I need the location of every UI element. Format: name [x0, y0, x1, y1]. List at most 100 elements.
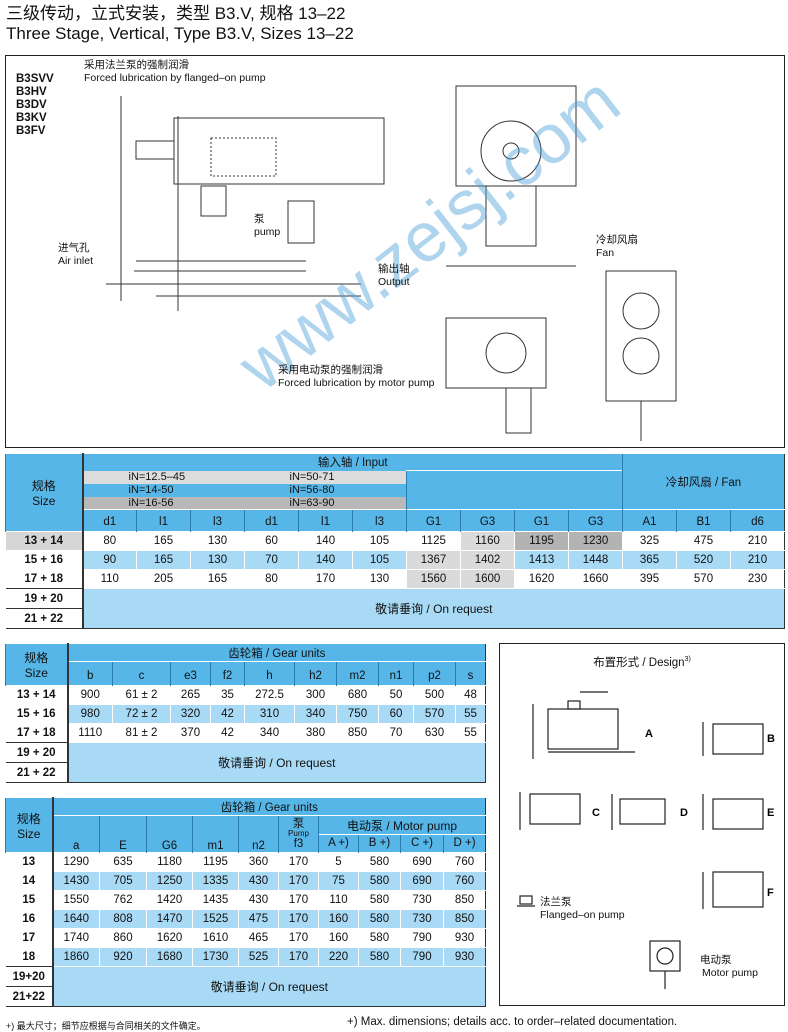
column-header: m2	[336, 661, 379, 686]
column-header: b	[67, 661, 113, 686]
value-cell: 395	[622, 569, 677, 589]
value-cell: 808	[99, 909, 147, 929]
footnote-cn: +) 最大尺寸；细节应根据与合同相关的文件确定。	[6, 1021, 206, 1031]
column-header: A1	[622, 509, 677, 532]
on-request-cell: 敬请垂询 / On request	[82, 588, 785, 629]
model: B3FV	[16, 125, 46, 137]
flanged-pump-cn: 法兰泵	[540, 896, 572, 908]
value-cell: 580	[358, 928, 401, 948]
value-cell: 465	[238, 928, 279, 948]
pump-label-cn: 泵	[292, 818, 305, 830]
value-cell: 430	[238, 890, 279, 910]
value-cell: 475	[238, 909, 279, 929]
value-cell: 1125	[406, 531, 461, 551]
column-header: G1	[406, 509, 461, 532]
design-A: A	[645, 728, 653, 740]
model-list: B3SVV B3HV B3DV B3KV B3FV	[16, 73, 54, 138]
value-cell: 170	[298, 569, 353, 589]
value-cell: 850	[442, 890, 486, 910]
value-cell: 80	[82, 531, 137, 551]
value-cell: 160	[318, 909, 359, 929]
size-cell: 16	[5, 909, 54, 929]
value-cell: 81 ± 2	[112, 723, 171, 743]
column-header: h	[244, 661, 295, 686]
value-cell: 635	[99, 852, 147, 872]
column-header: l1	[136, 509, 191, 532]
motor-lubrication-cn: 采用电动泵的强制润滑	[278, 364, 383, 376]
design-title-text: 布置形式 / Design	[593, 657, 685, 669]
value-cell: 70	[244, 550, 299, 570]
air-inlet-en: Air inlet	[58, 255, 94, 267]
design-B: B	[767, 733, 775, 745]
value-cell: 61 ± 2	[112, 685, 171, 705]
size-label-cn: 规格	[24, 651, 49, 665]
column-header: G3	[568, 509, 623, 532]
column-header: c	[112, 661, 171, 686]
design-D: D	[680, 807, 688, 819]
design-F: F	[767, 887, 774, 899]
value-cell: 980	[67, 704, 113, 724]
column-header: E	[99, 815, 147, 853]
title-chinese: 三级传动，立式安装，类型 B3.V, 规格 13–22	[6, 4, 346, 23]
blank-header	[406, 470, 623, 510]
column-header: h2	[294, 661, 337, 686]
column-header: e3	[170, 661, 211, 686]
value-cell: 900	[67, 685, 113, 705]
value-cell: 105	[352, 550, 407, 570]
value-cell: 1730	[192, 947, 239, 967]
value-cell: 525	[238, 947, 279, 967]
value-cell: 580	[358, 947, 401, 967]
value-cell: 130	[190, 550, 245, 570]
value-cell: 70	[378, 723, 414, 743]
air-inlet-cn: 进气孔	[58, 242, 90, 254]
table-row: 21 + 22	[5, 762, 486, 783]
value-cell: 705	[99, 871, 147, 891]
value-cell: 170	[278, 871, 319, 891]
flanged-lubrication-cn: 采用法兰泵的强制润滑	[84, 59, 189, 71]
value-cell: 5	[318, 852, 359, 872]
motor-lubrication-en: Forced lubrication by motor pump	[278, 377, 435, 389]
value-cell: 1640	[52, 909, 100, 929]
motor-pump-en: Motor pump	[702, 967, 759, 979]
value-cell: 272.5	[244, 685, 295, 705]
size-cell: 15	[5, 890, 54, 910]
value-cell: 1550	[52, 890, 100, 910]
value-cell: 1160	[460, 531, 515, 551]
size-cell: 21+22	[5, 986, 54, 1007]
value-cell: 730	[400, 909, 444, 929]
value-cell: 1435	[192, 890, 239, 910]
value-cell: 570	[413, 704, 456, 724]
value-cell: 475	[676, 531, 731, 551]
value-cell: 930	[442, 928, 486, 948]
value-cell: 500	[413, 685, 456, 705]
value-cell: 140	[298, 531, 353, 551]
design-title: 布置形式 / Design3)	[500, 654, 784, 670]
design-arrangement-diagrams: A B C D E F	[517, 691, 775, 989]
value-cell: 1620	[514, 569, 569, 589]
size-cell: 14	[5, 871, 54, 891]
fan-header: 冷却风扇 / Fan	[622, 453, 785, 510]
size-label-en: Size	[17, 826, 41, 841]
value-cell: 760	[442, 871, 486, 891]
table-row: 21+22	[5, 986, 486, 1007]
column-header: D +)	[442, 834, 486, 853]
value-cell: 580	[358, 890, 401, 910]
size-cell: 18	[5, 947, 54, 967]
motor-pump-cn: 电动泵	[700, 954, 732, 966]
value-cell: 50	[378, 685, 414, 705]
value-cell: 35	[210, 685, 245, 705]
value-cell: 105	[352, 531, 407, 551]
value-cell: 72 ± 2	[112, 704, 171, 724]
fan-cn: 冷却风扇	[596, 234, 638, 246]
